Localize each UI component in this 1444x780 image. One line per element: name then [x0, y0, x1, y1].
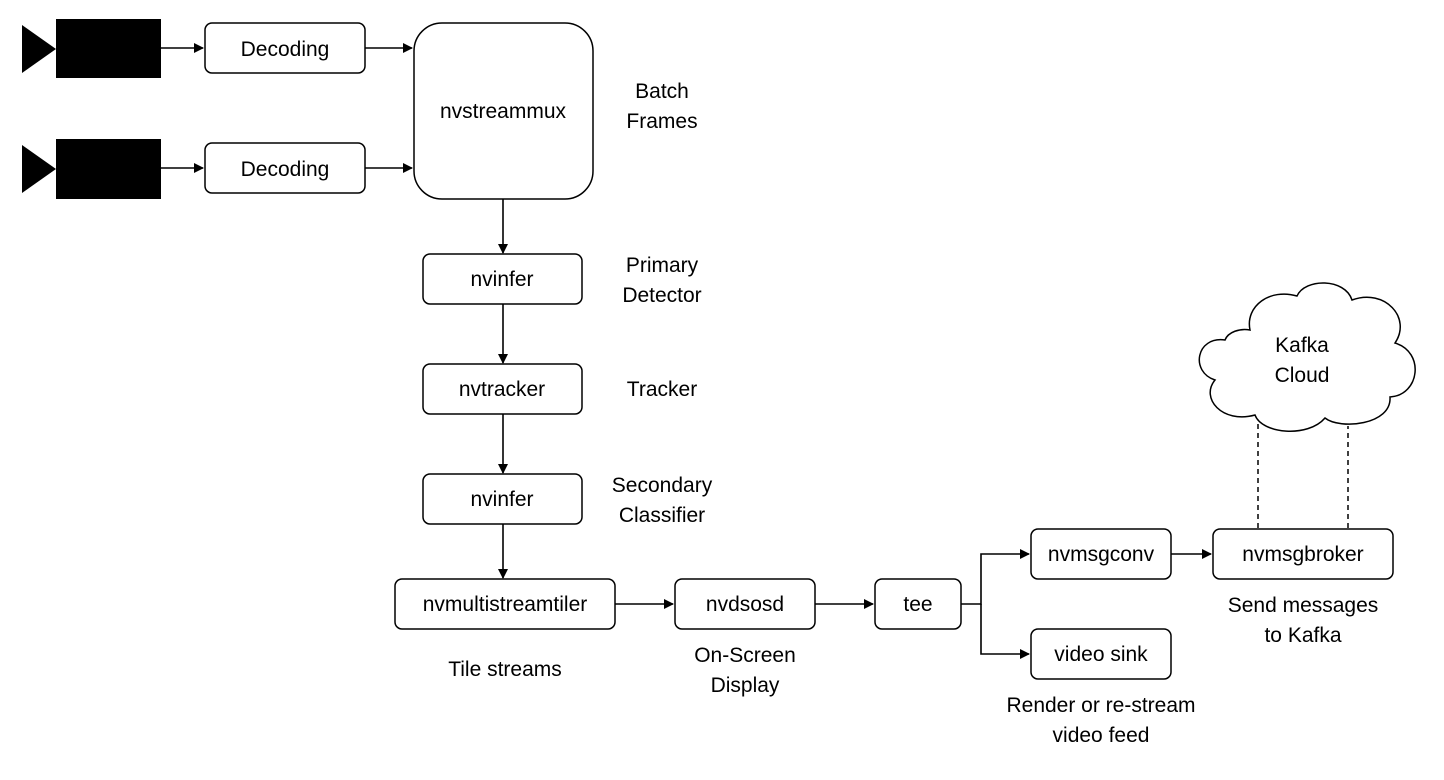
nvinfer-secondary-node: nvinfer — [422, 473, 583, 525]
annotation-line: Primary — [626, 254, 699, 277]
node-label: Decoding — [241, 158, 330, 181]
annotation-line: Batch — [635, 80, 689, 103]
node-label: video sink — [1054, 643, 1148, 666]
node-label: nvtracker — [459, 378, 545, 401]
edge-tee-msgconv — [961, 549, 1030, 605]
nvmultistreamtiler-node: nvmultistreamtiler — [394, 578, 616, 630]
nvmsgbroker-node: nvmsgbroker — [1212, 528, 1394, 580]
annotation-tracker: Tracker — [627, 378, 697, 401]
node-label: tee — [903, 593, 932, 616]
annotation-secondary-classifier: Secondary Classifier — [612, 474, 713, 527]
annotation-send-to-kafka: Send messages to Kafka — [1228, 594, 1379, 647]
annotation-line: Tracker — [627, 378, 697, 401]
edges — [161, 43, 1349, 659]
decoding-node-1: Decoding — [204, 22, 366, 74]
annotation-line: Tile streams — [448, 658, 562, 681]
nvdsosd-node: nvdsosd — [674, 578, 816, 630]
nvmsgconv-node: nvmsgconv — [1030, 528, 1172, 580]
cloud-label-line-2: Cloud — [1275, 364, 1330, 387]
annotation-render-restream: Render or re-stream video feed — [1006, 694, 1195, 747]
annotation-line: video feed — [1053, 724, 1150, 747]
node-label: nvmultistreamtiler — [423, 593, 588, 616]
node-label: nvstreammux — [440, 100, 567, 123]
annotation-tile-streams: Tile streams — [448, 658, 562, 681]
annotation-line: to Kafka — [1264, 624, 1341, 647]
nvinfer-primary-node: nvinfer — [422, 253, 583, 305]
node-label: nvmsgbroker — [1242, 543, 1363, 566]
node-label: nvinfer — [470, 488, 533, 511]
video-sink-node: video sink — [1030, 628, 1172, 680]
video-camera-icon — [22, 19, 161, 78]
cloud-label-line-1: Kafka — [1275, 334, 1329, 357]
annotation-line: Render or re-stream — [1006, 694, 1195, 717]
annotation-line: Classifier — [619, 504, 705, 527]
node-label: nvmsgconv — [1048, 543, 1155, 566]
video-camera-icon — [22, 139, 161, 199]
node-label: Decoding — [241, 38, 330, 61]
nvstreammux-node: nvstreammux — [413, 22, 594, 200]
annotation-line: Send messages — [1228, 594, 1379, 617]
annotation-line: Detector — [622, 284, 701, 307]
annotation-line: On-Screen — [694, 644, 796, 667]
node-label: nvdsosd — [706, 593, 784, 616]
tee-node: tee — [874, 578, 962, 630]
annotation-on-screen-display: On-Screen Display — [694, 644, 796, 697]
annotation-primary-detector: Primary Detector — [622, 254, 701, 307]
nvtracker-node: nvtracker — [422, 363, 583, 415]
annotation-line: Display — [711, 674, 780, 697]
annotation-batch-frames: Batch Frames — [626, 80, 697, 133]
annotation-line: Frames — [626, 110, 697, 133]
annotation-line: Secondary — [612, 474, 713, 497]
node-label: nvinfer — [470, 268, 533, 291]
edge-tee-videosink — [980, 604, 1030, 659]
decoding-node-2: Decoding — [204, 142, 366, 194]
cloud-icon: Kafka Cloud — [1198, 282, 1416, 432]
